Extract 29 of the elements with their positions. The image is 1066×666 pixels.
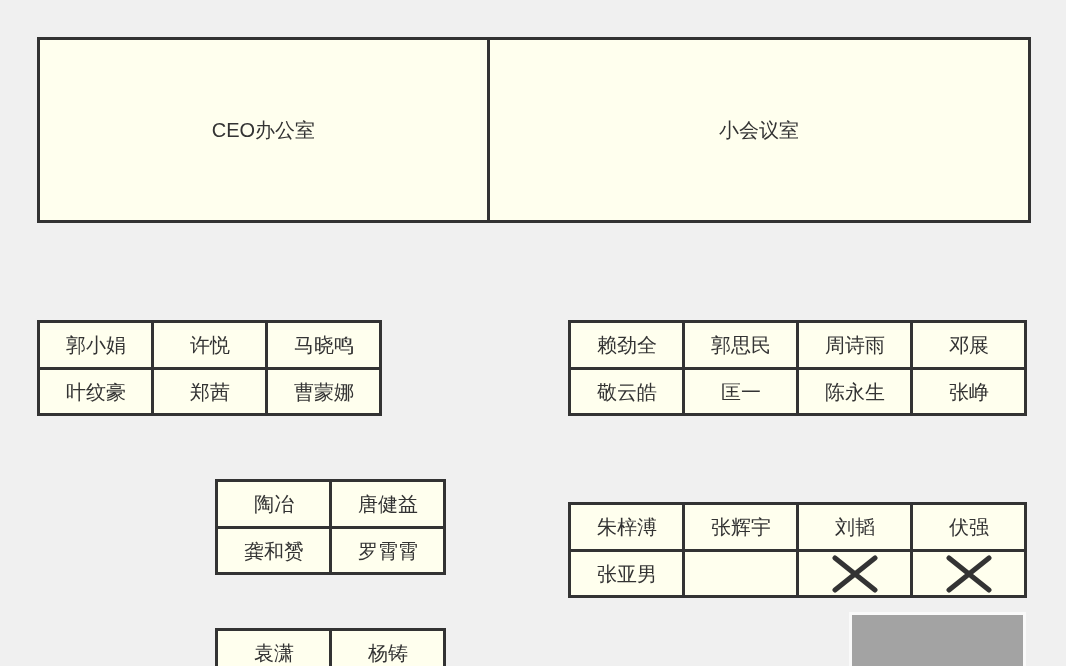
crossed-desk-cell — [910, 549, 1027, 598]
desk-cell: 周诗雨 — [796, 320, 913, 370]
desk-cell: 唐健益 — [329, 479, 446, 529]
desk-cell: 赖劲全 — [568, 320, 685, 370]
desk-cell: 龚和赟 — [215, 526, 332, 575]
desk-cell: 匡一 — [682, 367, 799, 416]
crossed-desk-cell — [796, 549, 913, 598]
room-box: CEO办公室 — [37, 37, 490, 223]
desk-cell: 张辉宇 — [682, 502, 799, 552]
desk-cell: 陶冶 — [215, 479, 332, 529]
desk-cell: 邓展 — [910, 320, 1027, 370]
desk-cell: 敬云皓 — [568, 367, 685, 416]
desk-cell: 朱梓溥 — [568, 502, 685, 552]
desk-cell: 张亚男 — [568, 549, 685, 598]
desk-cell: 郑茜 — [151, 367, 268, 416]
desk-cell: 袁潇 — [215, 628, 332, 666]
desk-cell: 伏强 — [910, 502, 1027, 552]
desk-cell: 罗霄霄 — [329, 526, 446, 575]
desk-cell: 许悦 — [151, 320, 268, 370]
desk-cell: 刘韬 — [796, 502, 913, 552]
desk-cell: 郭思民 — [682, 320, 799, 370]
desk-cell: 马晓鸣 — [265, 320, 382, 370]
desk-cell: 张峥 — [910, 367, 1027, 416]
desk-cell: 叶纹豪 — [37, 367, 154, 416]
desk-cell: 郭小娟 — [37, 320, 154, 370]
desk-cell: 陈永生 — [796, 367, 913, 416]
desk-cell: 杨铸 — [329, 628, 446, 666]
desk-cell: 曹蒙娜 — [265, 367, 382, 416]
room-box: 小会议室 — [487, 37, 1031, 223]
